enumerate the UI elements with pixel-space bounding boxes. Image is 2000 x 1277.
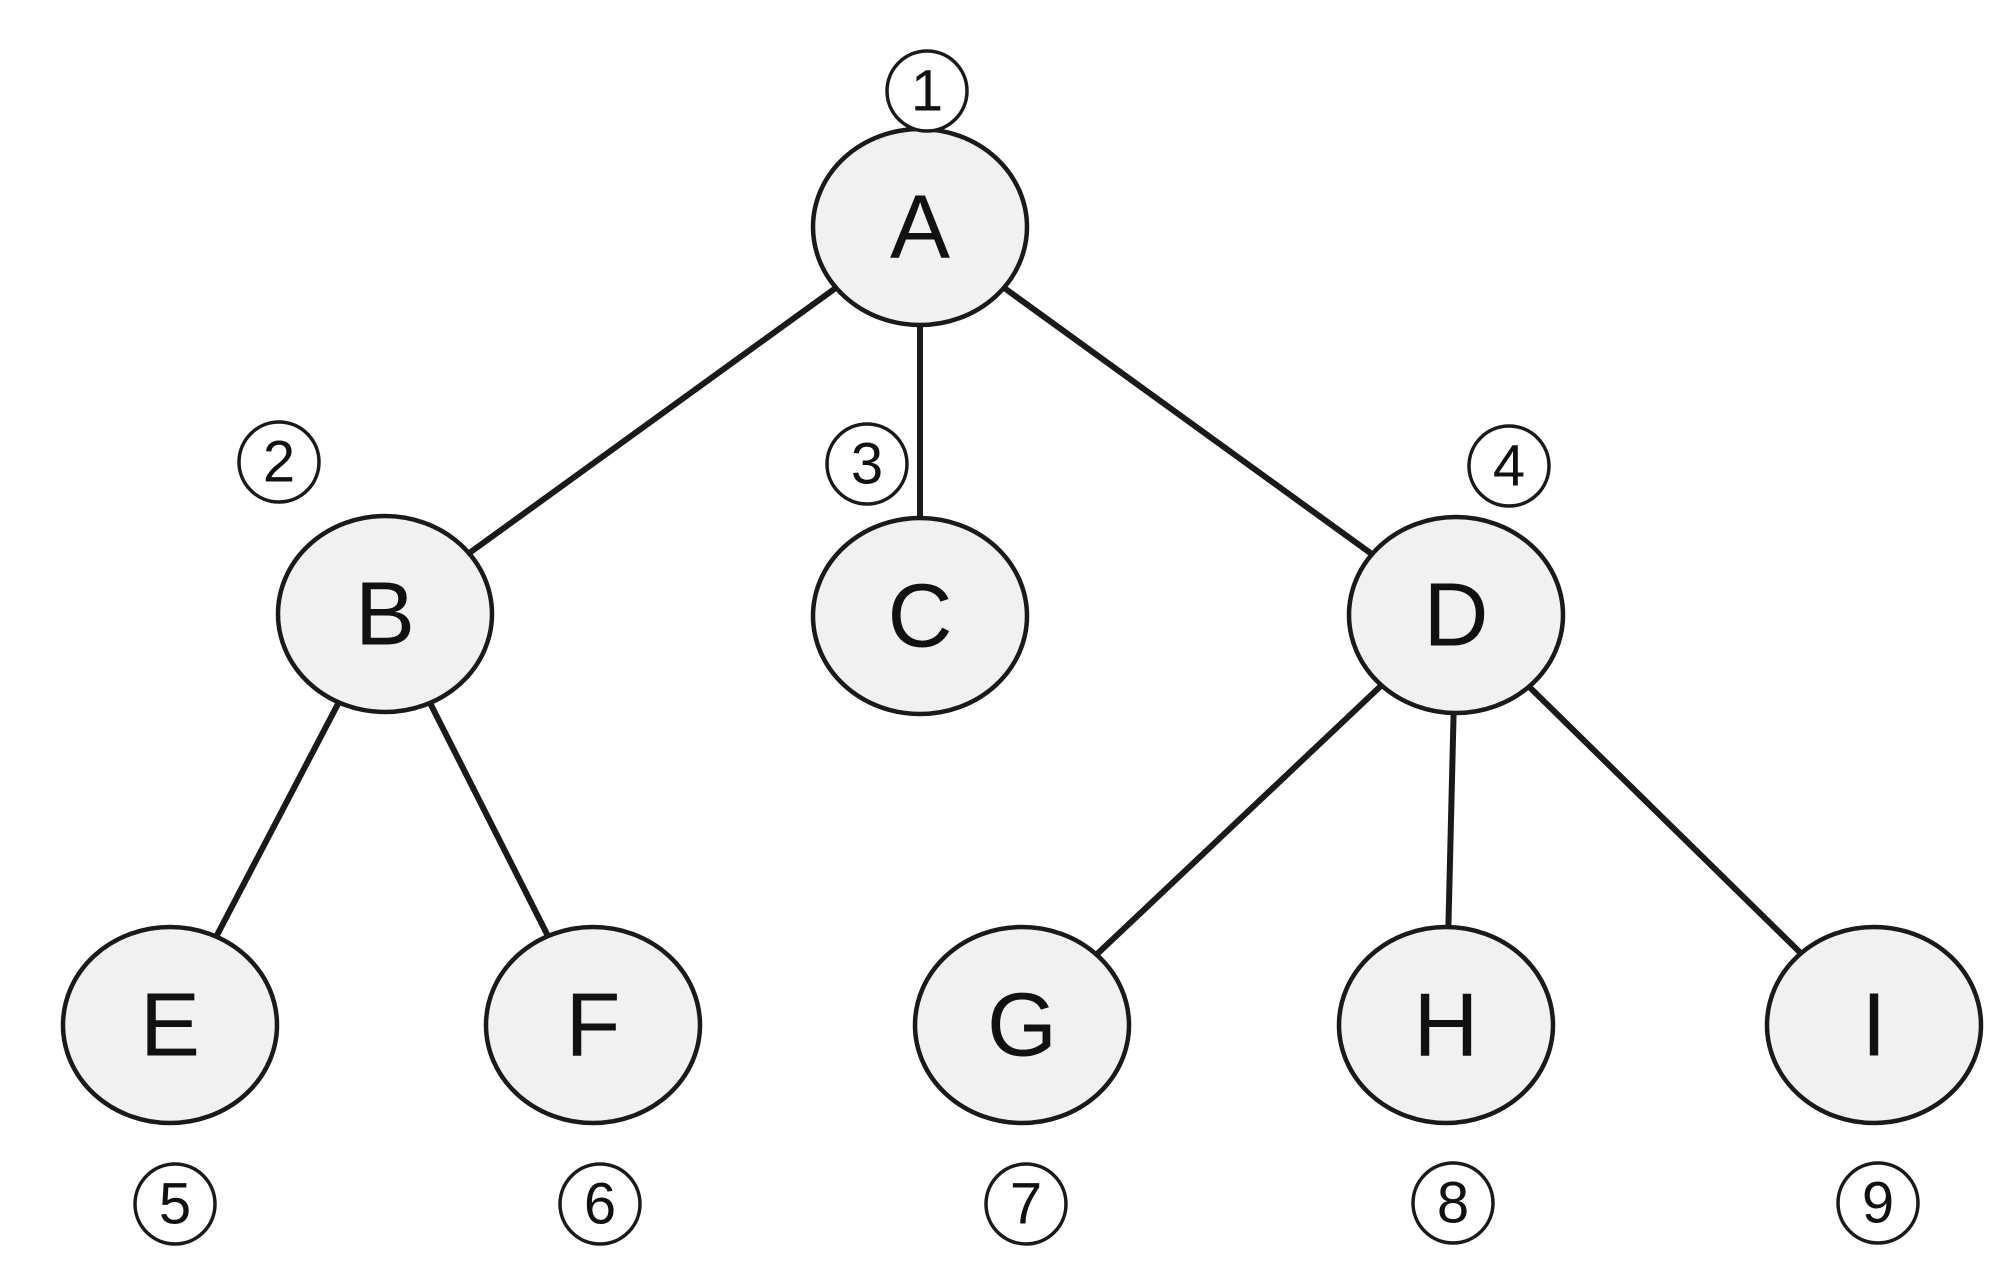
node-B: B: [275, 513, 495, 715]
node-label-H: H: [1414, 976, 1479, 1076]
visit-order-badge-F: 6: [558, 1162, 642, 1246]
node-I: I: [1764, 924, 1984, 1126]
visit-order-badge-B: 2: [237, 420, 321, 504]
node-circle-F: [483, 924, 703, 1126]
badge-number-I: 9: [1862, 1171, 1894, 1236]
badges-layer: 1 2 3 4 5 6 7 8 9: [133, 49, 1920, 1246]
node-circle-H: [1336, 924, 1556, 1126]
badge-number-G: 7: [1010, 1172, 1042, 1237]
node-label-B: B: [355, 565, 415, 665]
node-circle-G: [912, 924, 1132, 1126]
node-H: H: [1336, 924, 1556, 1126]
node-D: D: [1346, 514, 1566, 716]
node-label-G: G: [987, 976, 1057, 1076]
node-label-D: D: [1424, 566, 1489, 666]
visit-order-badge-E: 5: [133, 1162, 217, 1246]
visit-order-badge-H: 8: [1411, 1161, 1495, 1245]
node-circle-D: [1346, 514, 1566, 716]
node-C: C: [810, 515, 1030, 717]
node-A: A: [810, 126, 1030, 328]
edge-A-D: [917, 224, 1459, 618]
badge-number-D: 4: [1493, 434, 1525, 499]
badge-number-C: 3: [851, 432, 883, 497]
badge-circle-D: [1467, 424, 1551, 508]
badge-circle-F: [558, 1162, 642, 1246]
nodes-layer: A B C D E F G H I: [60, 126, 1984, 1126]
visit-order-badge-G: 7: [984, 1162, 1068, 1246]
visit-order-badge-I: 9: [1836, 1161, 1920, 1245]
visit-order-badge-C: 3: [825, 422, 909, 506]
node-circle-I: [1764, 924, 1984, 1126]
badge-number-F: 6: [584, 1172, 616, 1237]
node-label-C: C: [888, 567, 953, 667]
badge-number-A: 1: [911, 59, 943, 124]
visit-order-badge-A: 1: [885, 49, 969, 133]
node-label-A: A: [890, 178, 950, 278]
node-E: E: [60, 924, 280, 1126]
node-label-I: I: [1861, 976, 1886, 1076]
node-label-F: F: [566, 976, 621, 1076]
node-circle-E: [60, 924, 280, 1126]
node-circle-B: [275, 513, 495, 715]
badge-circle-B: [237, 420, 321, 504]
badge-circle-A: [885, 49, 969, 133]
badge-circle-G: [984, 1162, 1068, 1246]
node-G: G: [912, 924, 1132, 1126]
badge-number-E: 5: [159, 1172, 191, 1237]
node-F: F: [483, 924, 703, 1126]
node-label-E: E: [140, 976, 200, 1076]
badge-circle-H: [1411, 1161, 1495, 1245]
badge-number-H: 8: [1437, 1171, 1469, 1236]
badge-circle-C: [825, 422, 909, 506]
badge-circle-I: [1836, 1161, 1920, 1245]
badge-number-B: 2: [263, 430, 295, 495]
visit-order-badge-D: 4: [1467, 424, 1551, 508]
node-circle-C: [810, 515, 1030, 717]
edge-A-B: [382, 224, 923, 617]
badge-circle-E: [133, 1162, 217, 1246]
